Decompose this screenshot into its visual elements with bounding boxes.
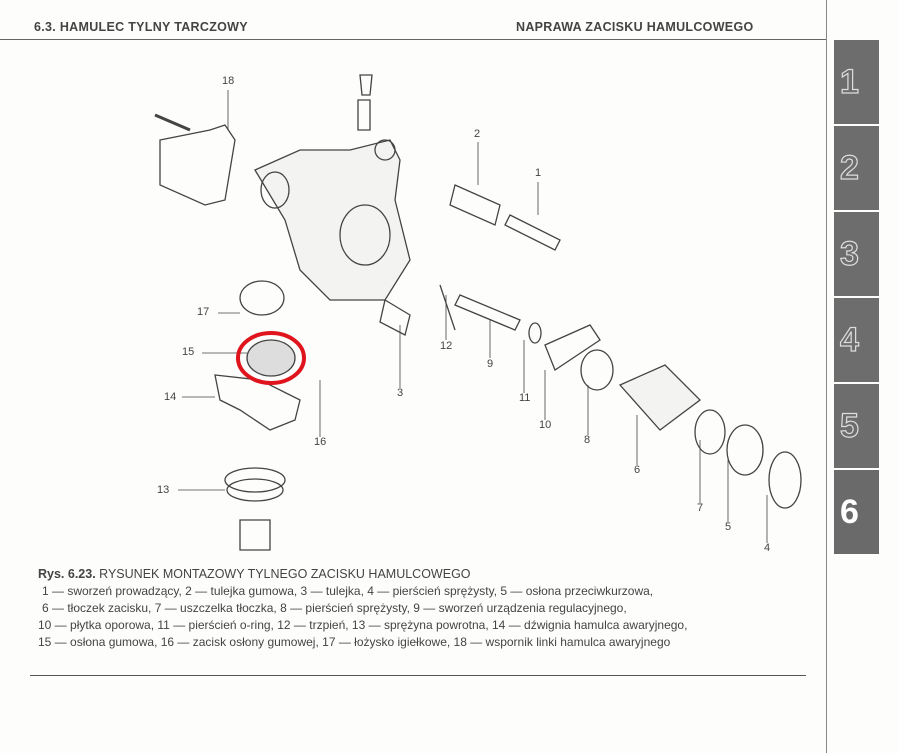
label-18: 18 [222, 75, 235, 87]
label-16: 16 [314, 436, 327, 448]
caliper-body [254, 139, 411, 301]
needle-bearing [239, 280, 285, 316]
highlight-circle [236, 331, 306, 385]
bleeder-valve [357, 74, 373, 131]
chapter-tab-5[interactable]: 5 [834, 384, 879, 468]
piston-seal [694, 409, 726, 455]
label-11: 11 [519, 392, 531, 404]
chapter-tabs: 1 2 3 4 5 6 [834, 40, 879, 556]
label-6: 6 [634, 464, 641, 476]
chapter-tab-1[interactable]: 1 [834, 40, 879, 124]
label-1: 1 [535, 167, 542, 179]
figure-title: RYSUNEK MONTAZOWY TYLNEGO ZACISKU HAMULC… [99, 567, 471, 581]
label-3: 3 [397, 387, 404, 399]
caption-line: 15 — osłona gumowa, 16 — zacisk osłony g… [38, 635, 671, 649]
return-spring [224, 467, 286, 493]
caption-line: 6 — tłoczek zacisku, 7 — uszczelka tłocz… [42, 601, 627, 615]
rubber-boot [246, 339, 296, 377]
chapter-tab-2[interactable]: 2 [834, 126, 879, 210]
bushing [379, 298, 411, 336]
divider [0, 39, 826, 40]
dust-boot [726, 424, 764, 476]
label-14: 14 [164, 391, 177, 403]
label-12: 12 [440, 340, 453, 352]
label-15: 15 [182, 346, 195, 358]
circlip-4 [768, 451, 802, 509]
lever [214, 374, 301, 431]
chapter-tab-3[interactable]: 3 [834, 212, 879, 296]
figure-number: Rys. 6.23. [38, 567, 96, 581]
label-10: 10 [539, 419, 552, 431]
label-13: 13 [157, 484, 170, 496]
o-ring [528, 322, 542, 344]
exploded-diagram [154, 74, 802, 551]
guide-pin [504, 214, 561, 251]
label-7: 7 [697, 502, 704, 514]
bracket-18 [159, 124, 236, 206]
label-2: 2 [474, 128, 481, 140]
label-5: 5 [725, 521, 732, 533]
piston [618, 364, 701, 431]
figure-caption: Rys. 6.23. RYSUNEK MONTAZOWY TYLNEGO ZAC… [38, 566, 687, 651]
label-4: 4 [764, 542, 771, 554]
chapter-tab-4[interactable]: 4 [834, 298, 879, 382]
pin-12 [439, 284, 456, 331]
circlip-8 [580, 349, 614, 391]
nut [239, 519, 271, 551]
label-8: 8 [584, 434, 591, 446]
section-header: 6.3. HAMULEC TYLNY TARCZOWY [34, 20, 248, 34]
rubber-bushing [449, 184, 501, 226]
topic-header: NAPRAWA ZACISKU HAMULCOWEGO [516, 20, 754, 34]
divider [826, 0, 827, 753]
chapter-tab-6[interactable]: 6 [834, 470, 879, 554]
label-9: 9 [487, 358, 494, 370]
adjuster-bolt [454, 294, 521, 331]
label-17: 17 [197, 306, 210, 318]
caption-line: 1 — sworzeń prowadzący, 2 — tulejka gumo… [42, 584, 654, 598]
caption-line: 10 — płytka oporowa, 11 — pierścień o-ri… [38, 618, 688, 632]
divider [30, 675, 806, 676]
thrust-plate [544, 324, 601, 371]
